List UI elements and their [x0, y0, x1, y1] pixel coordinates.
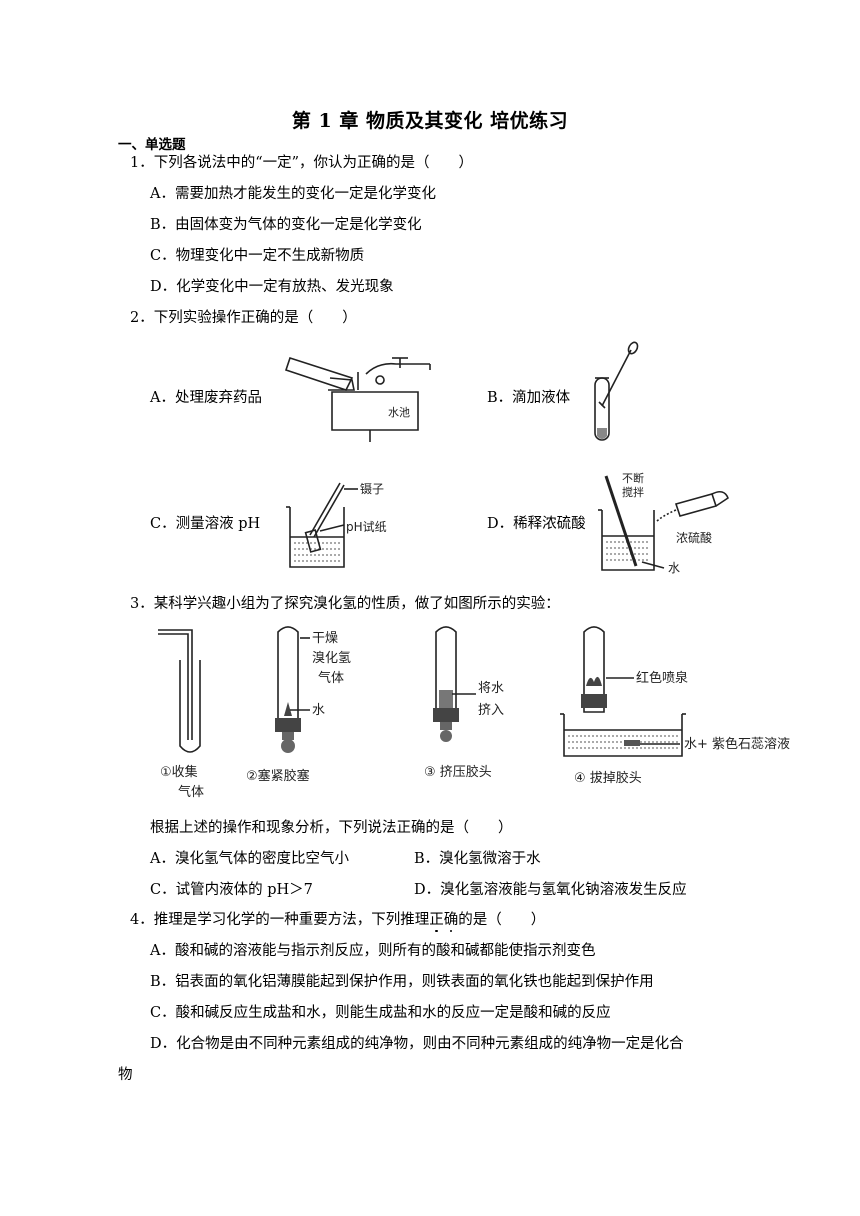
label-squeeze-2: 挤入: [478, 703, 504, 718]
step-2-label: ②塞紧胶塞: [246, 768, 310, 784]
experiment-step-4: 红色喷泉 水+ 紫色石蕊溶液 ④ 拔掉胶头: [560, 626, 790, 786]
label-hbr: 溴化氢: [312, 651, 351, 666]
question-1-option-a: A．需要加热才能发生的变化一定是化学变化: [150, 186, 436, 202]
label-litmus: 水+ 紫色石蕊溶液: [684, 736, 790, 752]
experiment-step-3: 将水 挤入 ③ 挤压胶头: [424, 626, 504, 780]
question-2-option-a: A．处理废弃药品: [150, 390, 262, 406]
question-3-option-b: B．溴化氢微溶于水: [414, 851, 541, 867]
question-4-option-a: A．酸和碱的溶液能与指示剂反应，则所有的酸和碱都能使指示剂变色: [150, 943, 596, 959]
figure-hbr-experiment: ①收集 气体 干燥 溴化氢 气体 水 ②塞紧胶塞 将水 挤入: [158, 626, 790, 800]
label-squeeze-1: 将水: [478, 681, 504, 696]
label-dry: 干燥: [312, 631, 338, 646]
question-3-option-d: D．溴化氢溶液能与氢氧化钠溶液发生反应: [414, 882, 687, 898]
question-4-option-b: B．铝表面的氧化铝薄膜能起到保护作用，则铁表面的氧化铁也能起到保护作用: [150, 974, 654, 990]
figure-label-pool: 水池: [388, 406, 410, 419]
question-1-option-b: B．由固体变为气体的变化一定是化学变化: [150, 217, 422, 233]
question-1-option-c: C．物理变化中一定不生成新物质: [150, 248, 365, 264]
step-1-label: ①收集: [160, 764, 198, 780]
question-4-stem: 4．推理是学习化学的一种重要方法，下列推理正确的是（ ）: [130, 908, 545, 929]
figure-dropping-liquid: [594, 341, 639, 441]
figure-label-stir-1: 不断: [622, 471, 644, 485]
figure-diluting-acid: 不断 搅拌 浓硫酸 水: [598, 471, 729, 575]
question-2-option-d: D．稀释浓硫酸: [487, 516, 586, 532]
question-2-stem: 2．下列实验操作正确的是（ ）: [130, 310, 357, 326]
figure-waste-disposal: 水池: [284, 356, 431, 442]
question-2-option-b: B．滴加液体: [487, 390, 571, 406]
step-1-label-2: 气体: [178, 784, 204, 800]
experiment-step-2: 干燥 溴化氢 气体 水 ②塞紧胶塞: [246, 626, 351, 784]
question-3-intro: 根据上述的操作和现象分析，下列说法正确的是（ ）: [150, 820, 513, 836]
label-fountain: 红色喷泉: [636, 670, 688, 686]
question-3-stem: 3．某科学兴趣小组为了探究溴化氢的性质，做了如图所示的实验：: [130, 596, 560, 612]
question-4-option-d: D．化合物是由不同种元素组成的纯净物，则由不同种元素组成的纯净物一定是化合: [150, 1036, 684, 1052]
question-1-stem: 1．下列各说法中的“一定”，你认为正确的是（ ）: [130, 155, 474, 171]
question-4-option-c: C．酸和碱反应生成盐和水，则能生成盐和水的反应一定是酸和碱的反应: [150, 1005, 611, 1021]
question-4-stem-post: 的是（ ）: [458, 912, 546, 928]
label-gas: 气体: [318, 670, 344, 686]
question-3-option-a: A．溴化氢气体的密度比空气小: [150, 851, 349, 867]
figure-label-tweezers: 镊子: [360, 482, 384, 496]
section-heading: 一、单选题: [118, 137, 186, 153]
question-4-emphasis-2: 确: [443, 912, 459, 928]
figure-label-ph-paper: pH试纸: [346, 519, 387, 534]
step-3-label: ③ 挤压胶头: [424, 764, 492, 780]
question-3-option-c: C．试管内液体的 pH＞7: [150, 882, 313, 898]
question-4-option-d-continued: 物: [118, 1067, 133, 1083]
label-water-2: 水: [312, 703, 325, 718]
figure-label-water: 水: [668, 561, 680, 575]
figure-measuring-ph: 镊子 pH试纸: [286, 482, 387, 568]
page-title: 第 1 章 物质及其变化 培优练习: [291, 110, 569, 132]
step-4-label: ④ 拔掉胶头: [574, 770, 642, 786]
question-1-option-d: D．化学变化中一定有放热、发光现象: [150, 279, 394, 295]
question-4-emphasis-1: 正: [429, 912, 444, 928]
question-2-option-c: C．测量溶液 pH: [150, 516, 261, 532]
figure-label-stir-2: 搅拌: [622, 485, 644, 499]
question-4-stem-pre: 4．推理是学习化学的一种重要方法，下列推理: [130, 912, 430, 928]
experiment-step-1: ①收集 气体: [158, 629, 204, 800]
figure-label-acid: 浓硫酸: [676, 530, 712, 545]
